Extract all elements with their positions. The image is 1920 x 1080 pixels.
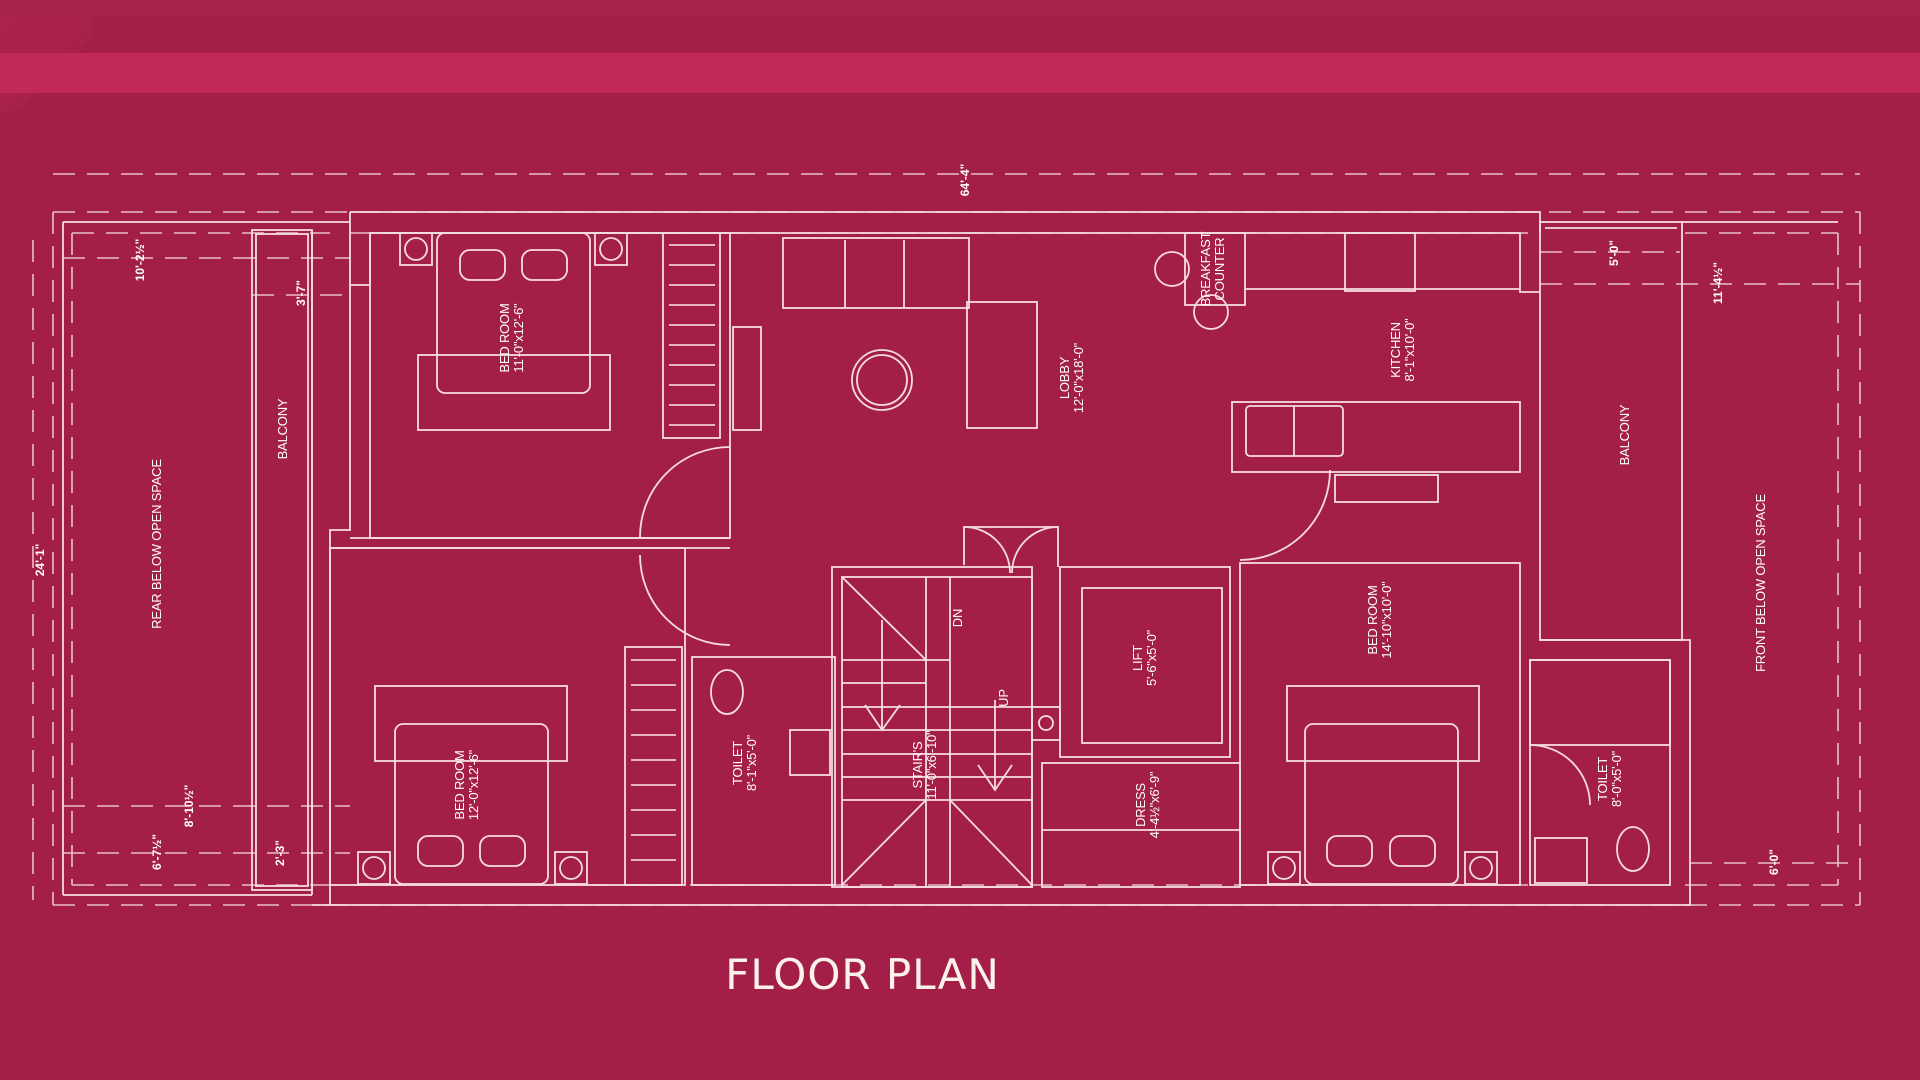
label-stairs-dn: DN xyxy=(950,608,965,628)
dim-rear-balcony: 3'-7" xyxy=(294,280,308,306)
label-rear-balcony: BALCONY xyxy=(275,398,290,460)
dim-front-balcony: 5'-0" xyxy=(1607,240,1621,266)
dim-overall-width: 64'-4" xyxy=(958,163,972,197)
top-band xyxy=(0,0,1920,16)
decorative-floral-border xyxy=(0,53,1920,93)
dim-front-top: 11'-4½" xyxy=(1711,262,1725,304)
dim-rear-balcony-bottom: 2'-3" xyxy=(273,840,287,866)
label-front-open-space: FRONT BELOW OPEN SPACE xyxy=(1753,494,1768,672)
hanger-strokes xyxy=(631,244,715,861)
stair-treads xyxy=(841,576,1033,886)
dim-rear-bottom-1: 8'-10½" xyxy=(182,784,196,828)
label-front-balcony: BALCONY xyxy=(1617,404,1632,466)
label-rear-open-space: REAR BELOW OPEN SPACE xyxy=(149,459,164,629)
dim-rear-top: 10'-2½" xyxy=(133,238,147,282)
dim-overall-depth: 24'-1" xyxy=(33,543,47,577)
label-stairs-up: UP xyxy=(996,689,1011,707)
dim-front-bottom: 6'-0" xyxy=(1767,849,1781,875)
dim-rear-bottom-2: 6'-7½" xyxy=(150,834,164,870)
page-title: FLOOR PLAN xyxy=(725,950,1000,999)
walls xyxy=(62,211,1838,906)
